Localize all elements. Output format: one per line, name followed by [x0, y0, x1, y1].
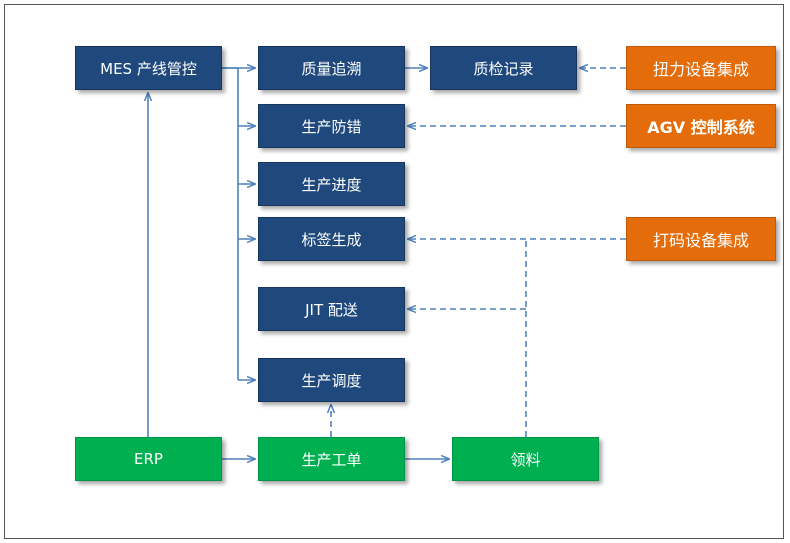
- node-torque-device-integration: 扭力设备集成: [626, 46, 776, 90]
- node-erp: ERP: [75, 437, 222, 481]
- mes-trunk-line: [222, 67, 239, 380]
- node-agv-control-system: AGV 控制系统: [626, 104, 776, 148]
- node-jit-delivery: JIT 配送: [258, 287, 405, 331]
- diagram-frame: [4, 4, 784, 539]
- node-material-requisition: 领料: [452, 437, 599, 481]
- node-coding-device-integration: 打码设备集成: [626, 217, 776, 261]
- node-production-scheduling: 生产调度: [258, 358, 405, 402]
- node-quality-traceability: 质量追溯: [258, 46, 405, 90]
- node-label-generation: 标签生成: [258, 217, 405, 261]
- node-error-proofing: 生产防错: [258, 104, 405, 148]
- node-mes-line-control: MES 产线管控: [75, 46, 222, 90]
- node-production-progress: 生产进度: [258, 162, 405, 206]
- node-inspection-records: 质检记录: [430, 46, 577, 90]
- node-work-order: 生产工单: [258, 437, 405, 481]
